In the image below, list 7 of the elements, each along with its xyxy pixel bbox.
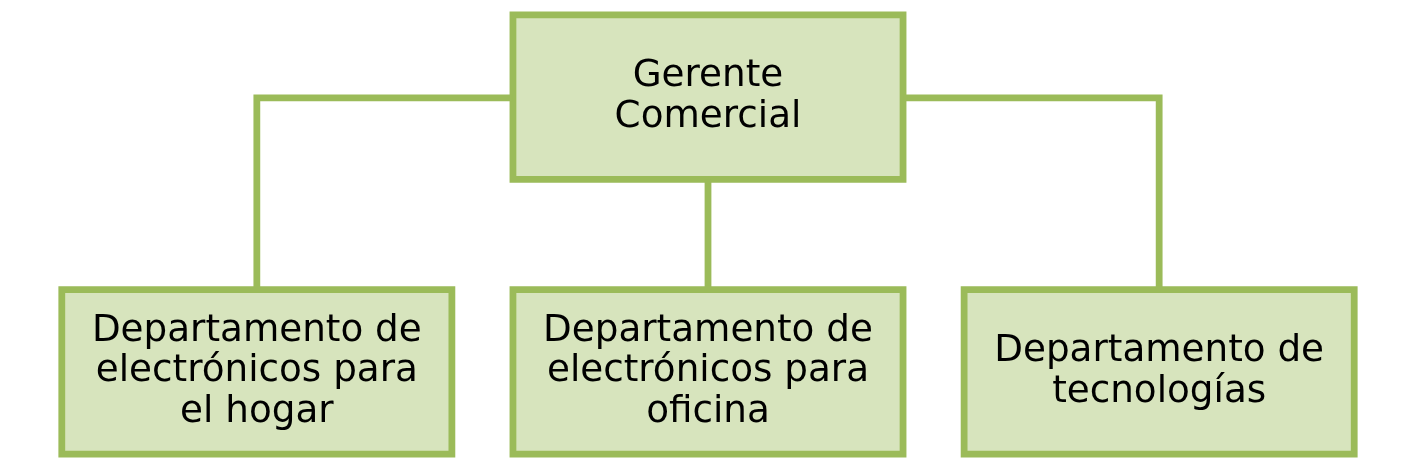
connector xyxy=(253,94,513,289)
node-box: Departamento de tecnologías xyxy=(960,286,1358,458)
node-box: Departamento de electrónicos para oficina xyxy=(509,286,907,458)
connector xyxy=(704,179,712,290)
node-box: Departamento de electrónicos para el hogar xyxy=(58,286,456,458)
node-box: Gerente Comercial xyxy=(509,11,907,183)
connector xyxy=(903,94,1163,289)
